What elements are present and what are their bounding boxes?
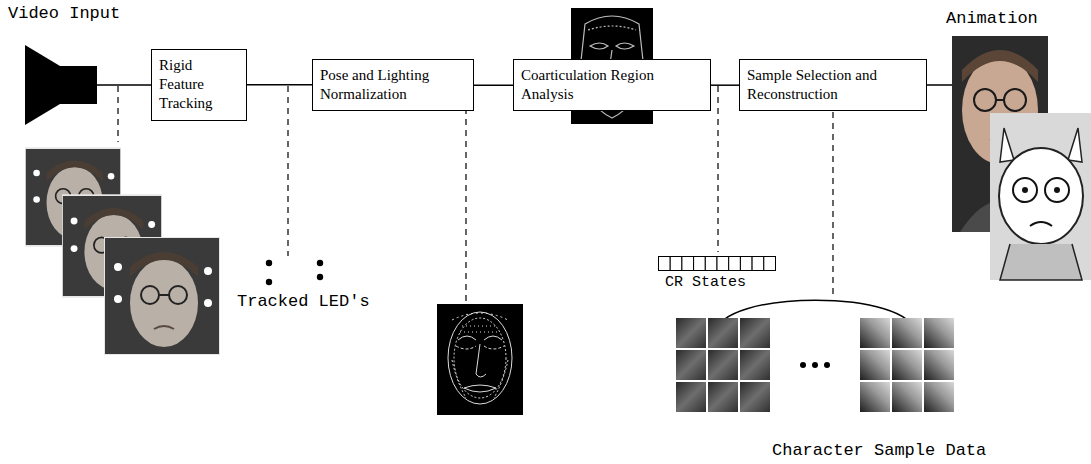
process-box: Coarticulation Region Analysis — [513, 59, 711, 111]
connector-line — [247, 84, 312, 85]
caption-label: CR States — [665, 274, 746, 291]
connector-line — [711, 85, 739, 86]
connector-line — [474, 85, 513, 86]
box-label: Coarticulation Region Analysis — [521, 66, 704, 104]
caption-label: Tracked LED's — [237, 292, 370, 312]
process-box: Pose and Lighting Normalization — [312, 59, 474, 111]
box-label: Pose and Lighting Normalization — [320, 66, 467, 104]
process-box: Rigid Feature Tracking — [151, 49, 247, 121]
caption-label: Video Input — [8, 4, 120, 24]
caption-label: Character Sample Data — [772, 441, 986, 461]
caption-label: Animation — [946, 9, 1038, 29]
box-label: Sample Selection and Reconstruction — [747, 66, 920, 104]
process-box: Sample Selection and Reconstruction — [739, 59, 927, 111]
box-label: Rigid Feature Tracking — [159, 56, 240, 114]
